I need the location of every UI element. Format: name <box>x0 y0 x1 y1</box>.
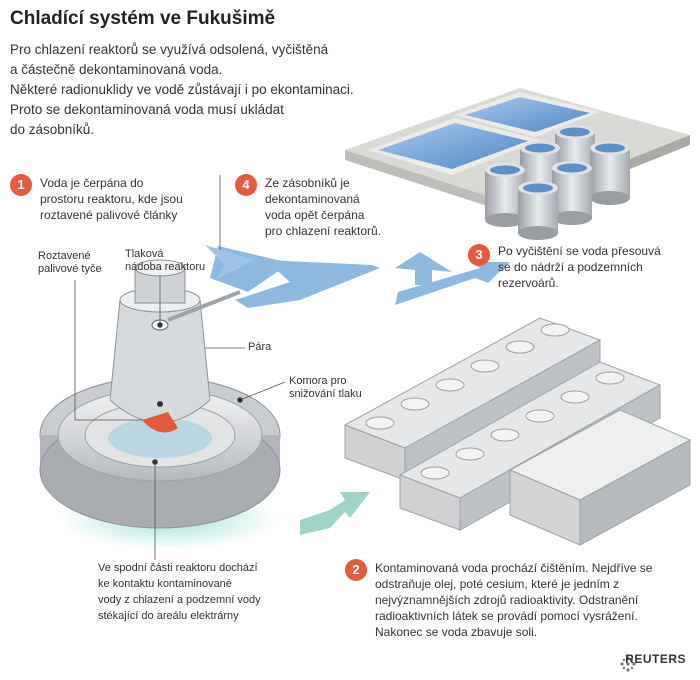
step-line: dekontaminovaná <box>265 192 360 206</box>
step-2-badge: 2 <box>345 559 367 581</box>
bottom-note: Ve spodní části reaktoru dochází ke kont… <box>98 560 261 624</box>
label-line: nádoba reaktoru <box>125 261 206 273</box>
label-line: palivové tyče <box>38 263 102 275</box>
storage-tank <box>485 163 525 227</box>
step-1-badge: 1 <box>10 174 32 196</box>
step-line: Nakonec se voda zbavuje soli. <box>375 625 538 639</box>
label-suppression-chamber: Komora pro snižování tlaku <box>289 375 362 401</box>
page-title: Chladící systém ve Fukušimě <box>10 8 276 29</box>
step-1-text: Voda je čerpána do prostoru reaktoru, kd… <box>40 175 183 223</box>
reuters-logo-icon <box>620 656 636 672</box>
step-4-badge: 4 <box>235 174 257 196</box>
intro-line: Proto se dekontaminovaná voda musí uklád… <box>10 102 284 117</box>
reactor <box>39 259 281 550</box>
step-4-text: Ze zásobníků je dekontaminovaná voda opě… <box>265 175 381 239</box>
label-pressure-vessel: Tlaková nádoba reaktoru <box>125 248 205 274</box>
step-line: se do nádrží a podzemních <box>498 260 643 274</box>
intro-line: do zásobníků. <box>10 122 95 137</box>
label-line: Pára <box>248 341 272 353</box>
step-line: odstraňuje olej, poté cesium, které je j… <box>375 577 620 591</box>
note-line: Ve spodní části reaktoru dochází <box>98 562 258 574</box>
step-2-text: Kontaminovaná voda prochází čištěním. Ne… <box>375 560 652 640</box>
note-line: stékající do areálu elektrárny <box>98 610 239 622</box>
intro-text: Pro chlazení reaktorů se využívá odsolen… <box>10 40 430 140</box>
step-3-text: Po vyčištění se voda přesouvá se do nádr… <box>498 243 661 291</box>
label-fuel-rods: Roztavené palivové tyče <box>38 250 102 276</box>
label-line: Roztavené <box>38 250 91 262</box>
step-line: rezervoárů. <box>498 276 559 290</box>
reuters-credit: REUTERS <box>625 652 686 666</box>
step-line: Po vyčištění se voda přesouvá <box>498 244 661 258</box>
step-line: prostoru reaktoru, kde jsou <box>40 192 183 206</box>
leader-lines <box>74 175 286 560</box>
step-line: roztavené palivové články <box>40 208 178 222</box>
step-line: Voda je čerpána do <box>40 176 144 190</box>
treatment-plant <box>343 317 692 546</box>
arrow-to-treatment <box>300 492 370 535</box>
storage-tanks <box>485 125 630 240</box>
flow-arrows <box>235 252 510 308</box>
label-line: snižování tlaku <box>289 388 362 400</box>
storage-tank <box>590 141 630 205</box>
step-line: Kontaminovaná voda prochází čištěním. Ne… <box>375 561 653 575</box>
intro-line: Pro chlazení reaktorů se využívá odsolen… <box>10 42 329 57</box>
step-line: nejvýznamnějších zdrojů radioaktivity. O… <box>375 593 639 607</box>
arrow-to-tanks <box>395 262 510 305</box>
intro-line: Některé radionuklidy ve vodě zůstávají i… <box>10 82 354 97</box>
step-line: Ze zásobníků je <box>265 176 350 190</box>
step-3-badge: 3 <box>468 244 490 266</box>
arrow-up-to-storage <box>395 252 452 285</box>
storage-tank <box>552 161 592 225</box>
step-line: pro chlazení reaktorů. <box>265 224 382 238</box>
note-line: vody z chlazení a podzemní vody <box>98 594 261 606</box>
label-line: Komora pro <box>289 375 347 387</box>
note-line: ke kontaktu kontaminované <box>98 578 232 590</box>
storage-tank <box>518 181 558 240</box>
intro-line: a částečně dekontaminovaná voda. <box>10 62 223 77</box>
arrowhead-reactor <box>205 245 255 280</box>
label-steam: Pára <box>248 341 271 354</box>
arrow-to-reactor <box>235 260 380 308</box>
step-line: radioaktivních látek se provádí pomocí v… <box>375 609 638 623</box>
label-line: Tlaková <box>125 248 164 260</box>
step-line: voda opět čerpána <box>265 208 365 222</box>
